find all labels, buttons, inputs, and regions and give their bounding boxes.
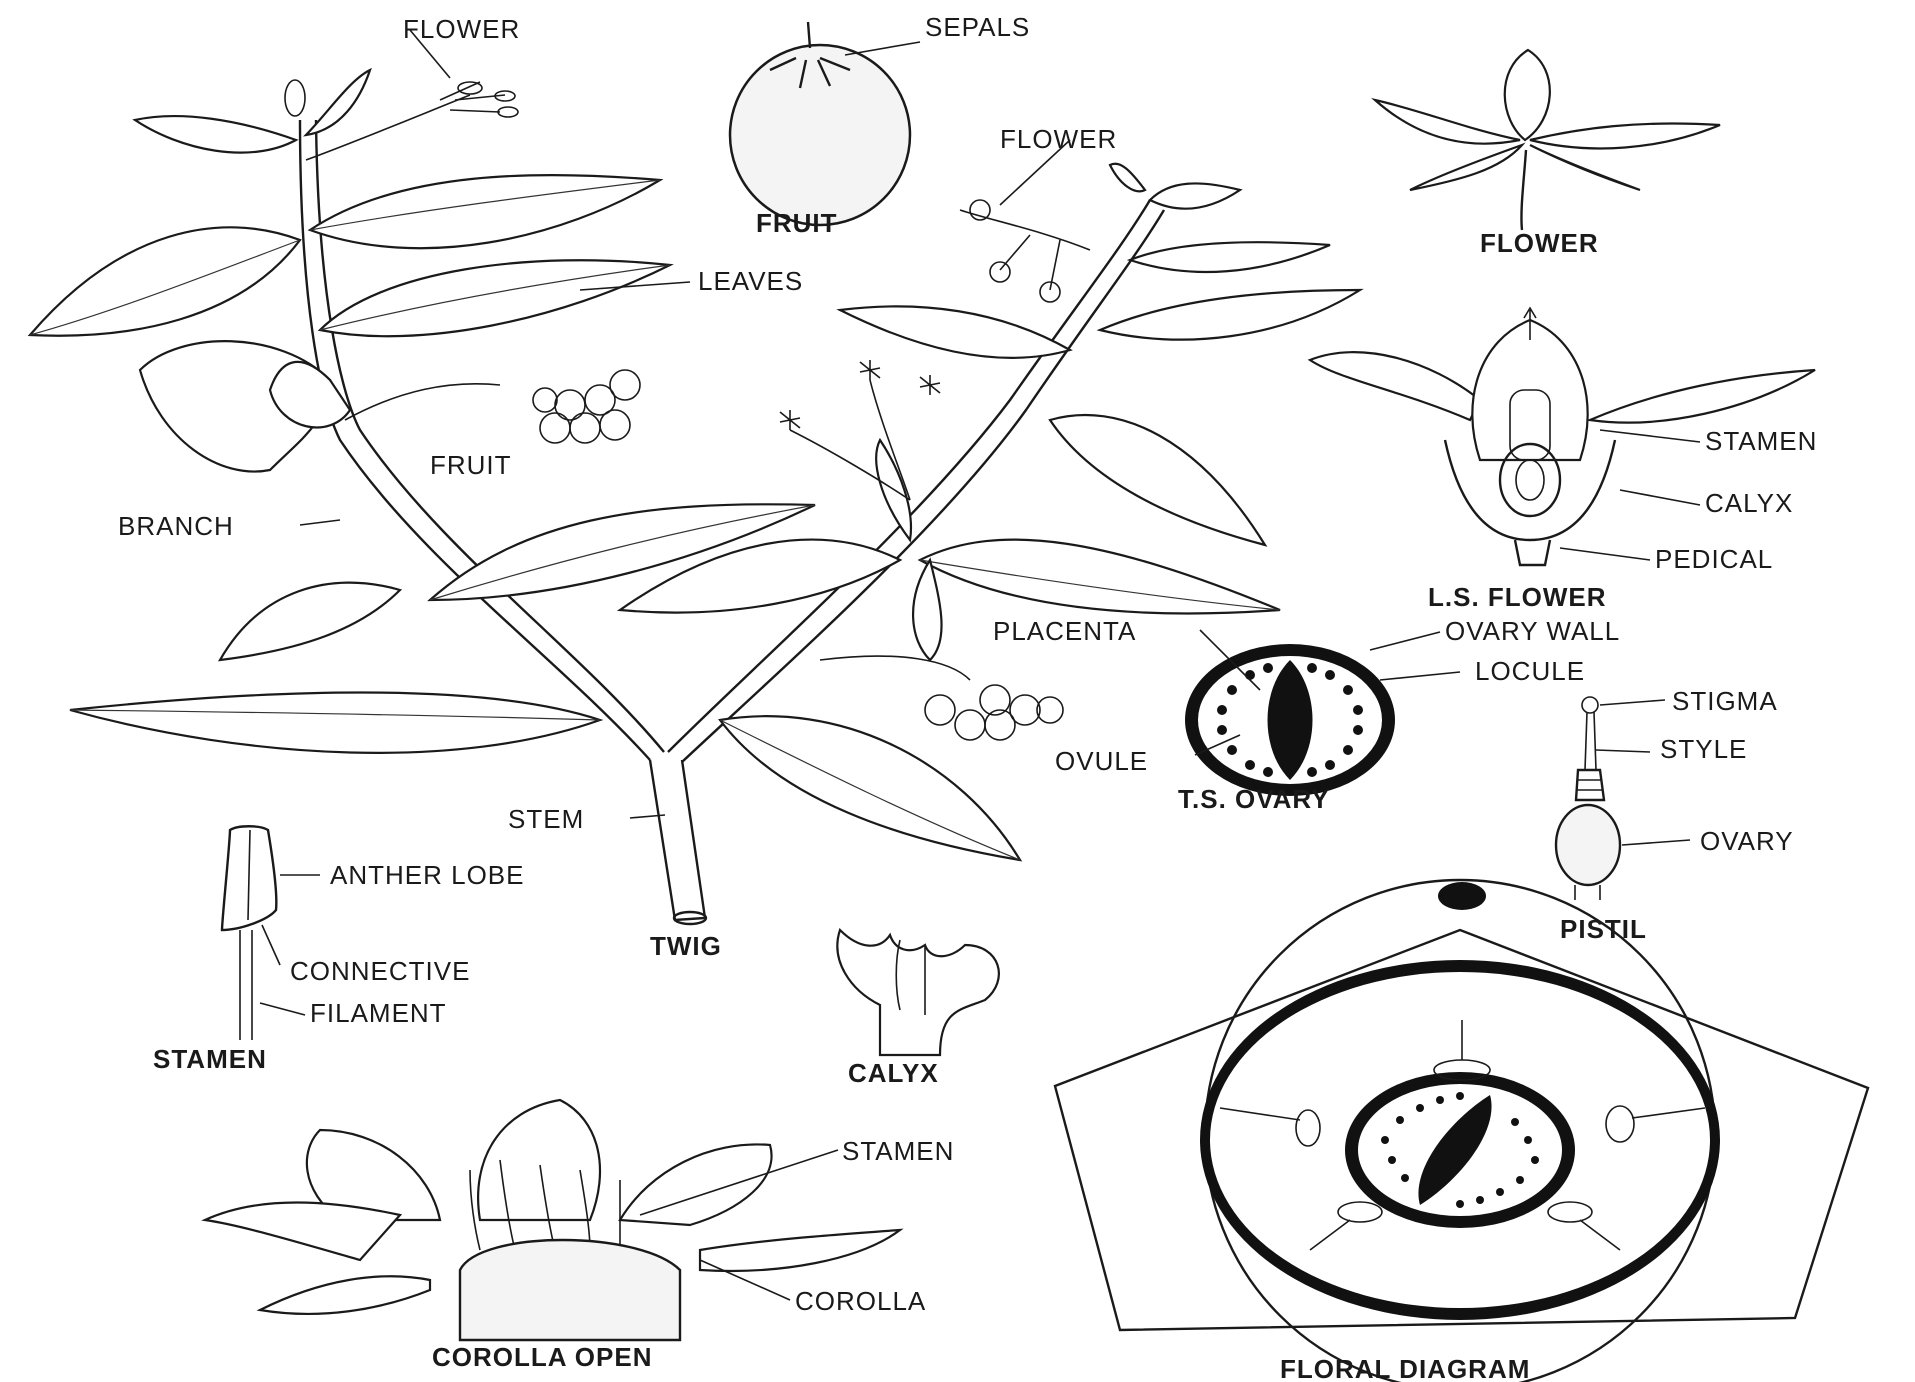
label-anther-lobe: ANTHER LOBE [330, 860, 525, 890]
label-flower-mid: FLOWER [1000, 124, 1117, 154]
label-leaves: LEAVES [698, 266, 803, 296]
caption-pistil: PISTIL [1560, 914, 1647, 944]
label-connective: CONNECTIVE [290, 956, 470, 986]
caption-calyx: CALYX [848, 1058, 939, 1088]
label-branch: BRANCH [118, 511, 234, 541]
caption-ts-ovary: T.S. OVARY [1178, 784, 1330, 814]
caption-fruit: FRUIT [756, 208, 838, 238]
label-style: STYLE [1660, 734, 1747, 764]
pistil-illustration [1556, 697, 1620, 900]
label-calyx-ls: CALYX [1705, 488, 1793, 518]
label-locule: LOCULE [1475, 656, 1585, 686]
label-stigma: STIGMA [1672, 686, 1778, 716]
stamen-illustration [222, 826, 276, 1040]
fruit-illustration [730, 22, 910, 225]
label-stem: STEM [508, 804, 584, 834]
caption-ls-flower: L.S. FLOWER [1428, 582, 1607, 612]
twig-illustration [30, 70, 1360, 924]
caption-floral-diagram: FLORAL DIAGRAM [1280, 1354, 1530, 1382]
label-corolla: COROLLA [795, 1286, 926, 1316]
label-stamen-corolla: STAMEN [842, 1136, 954, 1166]
caption-flower: FLOWER [1480, 228, 1599, 258]
label-placenta: PLACENTA [993, 616, 1136, 646]
label-ovule: OVULE [1055, 746, 1148, 776]
caption-twig: TWIG [650, 931, 722, 961]
label-ovary-wall: OVARY WALL [1445, 616, 1620, 646]
calyx-illustration [837, 930, 998, 1055]
flower-illustration [1375, 50, 1720, 230]
separator-dot [1438, 882, 1486, 910]
caption-corolla-open: COROLLA OPEN [432, 1342, 652, 1372]
caption-stamen: STAMEN [153, 1044, 267, 1074]
label-sepals: SEPALS [925, 12, 1030, 42]
label-flower-top: FLOWER [403, 14, 520, 44]
label-ovary: OVARY [1700, 826, 1794, 856]
label-filament: FILAMENT [310, 998, 447, 1028]
floral-diagram-illustration [1055, 880, 1868, 1382]
label-stamen-ls: STAMEN [1705, 426, 1817, 456]
label-pedical: PEDICAL [1655, 544, 1773, 574]
ts-ovary-illustration [1185, 644, 1395, 796]
label-fruit-cluster: FRUIT [430, 450, 512, 480]
